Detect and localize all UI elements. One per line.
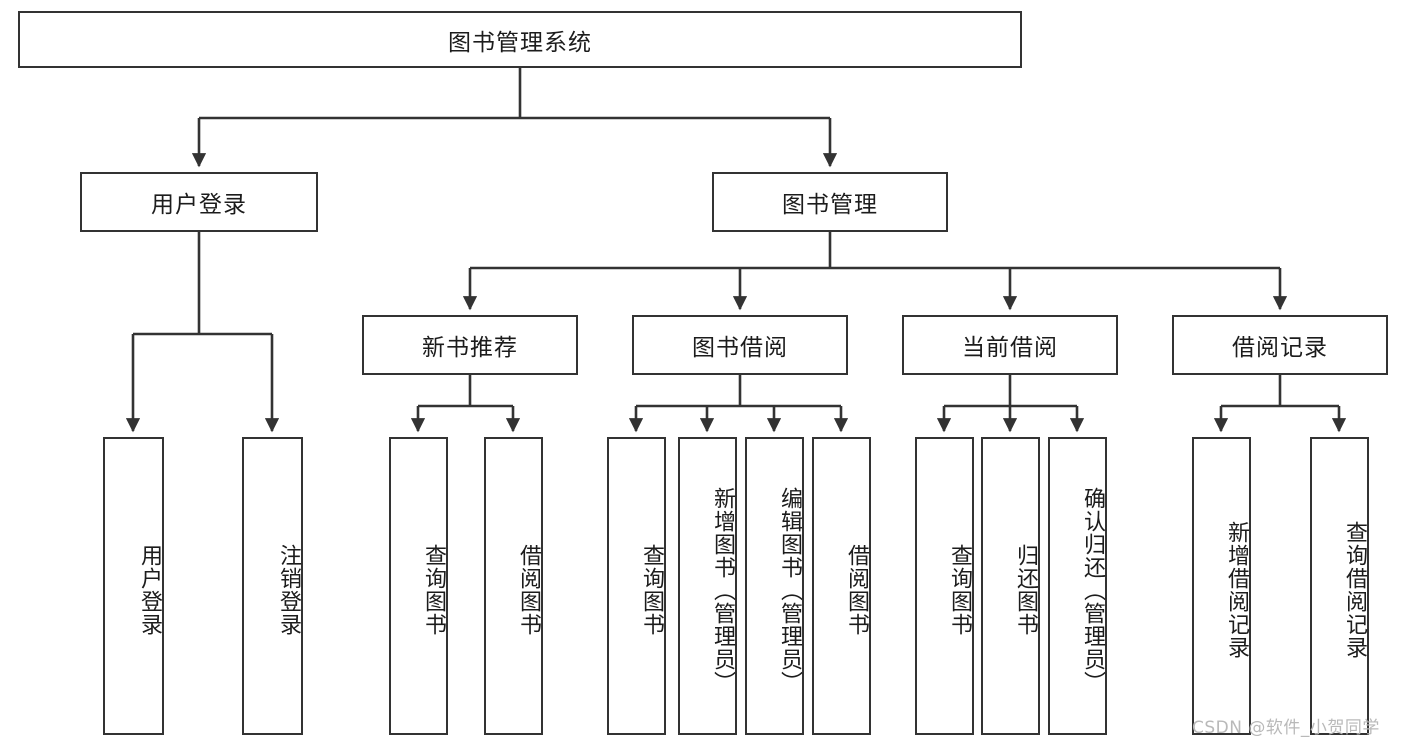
node-user-login[interactable]: 用户登录 [80,172,318,232]
node-label: 用户登录 [137,544,162,636]
node-label: 图书管理 [782,192,878,218]
leaf-edit-book-admin[interactable]: 编辑图书（管理员） [745,437,804,735]
node-label: 查询图书 [639,544,664,636]
node-book-management[interactable]: 图书管理 [712,172,948,232]
node-label: 图书借阅 [692,335,788,361]
node-label: 查询借阅记录 [1342,521,1367,659]
node-label: 查询图书 [421,544,446,636]
leaf-logout[interactable]: 注销登录 [242,437,303,735]
node-label: 编辑图书（管理员） [777,486,802,694]
node-label: 新增图书（管理员） [710,486,735,694]
node-root-system[interactable]: 图书管理系统 [18,11,1022,68]
node-label: 用户登录 [151,192,247,218]
node-new-book-recommend[interactable]: 新书推荐 [362,315,578,375]
leaf-confirm-return-admin[interactable]: 确认归还（管理员） [1048,437,1107,735]
leaf-borrow-book-newbook[interactable]: 借阅图书 [484,437,543,735]
leaf-query-book-current[interactable]: 查询图书 [915,437,974,735]
node-label: 确认归还（管理员） [1080,486,1105,694]
node-label: 借阅图书 [516,544,541,636]
node-label: 查询图书 [947,544,972,636]
node-label: 新书推荐 [422,335,518,361]
node-label: 注销登录 [276,544,301,636]
node-book-borrow[interactable]: 图书借阅 [632,315,848,375]
leaf-lend-book[interactable]: 借阅图书 [812,437,871,735]
leaf-user-login[interactable]: 用户登录 [103,437,164,735]
leaf-return-book[interactable]: 归还图书 [981,437,1040,735]
leaf-query-book-borrow[interactable]: 查询图书 [607,437,666,735]
node-label: 新增借阅记录 [1224,521,1249,659]
node-current-borrow[interactable]: 当前借阅 [902,315,1118,375]
watermark-text: CSDN @软件_小贺同学 [1192,718,1380,738]
node-label: 借阅记录 [1232,335,1328,361]
node-label: 当前借阅 [962,335,1058,361]
leaf-add-book-admin[interactable]: 新增图书（管理员） [678,437,737,735]
leaf-query-book-newbook[interactable]: 查询图书 [389,437,448,735]
leaf-query-borrow-record[interactable]: 查询借阅记录 [1310,437,1369,735]
node-borrow-record[interactable]: 借阅记录 [1172,315,1388,375]
leaf-add-borrow-record[interactable]: 新增借阅记录 [1192,437,1251,735]
node-label: 图书管理系统 [448,29,592,56]
node-label: 归还图书 [1013,544,1038,636]
node-label: 借阅图书 [844,544,869,636]
